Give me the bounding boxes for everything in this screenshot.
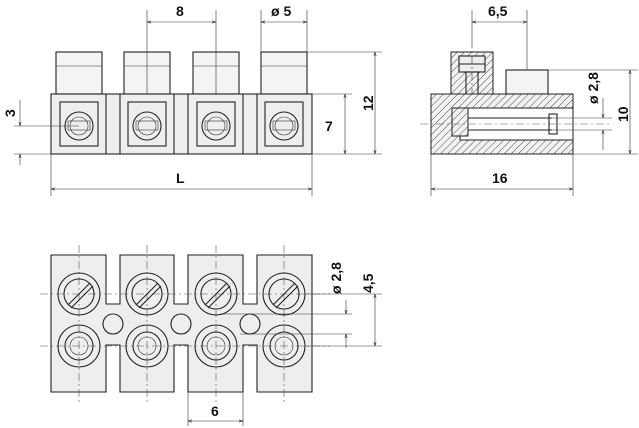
dim-pitch-8: 8 (146, 3, 217, 94)
dim-length-L: L (50, 154, 313, 196)
dim-height-10: 10 (548, 69, 638, 155)
dim-label-height-3: 3 (2, 109, 18, 117)
dim-label-height-12: 12 (360, 95, 376, 111)
plan-view: ø 2,8 4,5 6 (40, 245, 382, 426)
front-body (50, 93, 313, 155)
dim-label-depth-16: 16 (492, 170, 508, 186)
dim-height-3: 3 (2, 100, 79, 165)
dim-label-hole-diameter: ø 2,8 (585, 72, 601, 104)
dim-label-tab-diameter: ø 5 (271, 3, 291, 19)
dim-label-hole-spacing: 4,5 (360, 273, 376, 293)
dim-label-height-10: 10 (615, 106, 631, 122)
dim-label-height-7: 7 (325, 118, 333, 134)
dim-label-length: L (176, 170, 185, 186)
dim-label-width-6-5: 6,5 (488, 3, 508, 19)
dim-tab-diameter: ø 5 (260, 3, 308, 52)
front-tabs (55, 51, 308, 95)
dim-label-screw-diameter: ø 2,8 (328, 262, 344, 294)
dim-screw-diameter: ø 2,8 (220, 262, 352, 348)
dim-height-12: 12 (307, 51, 382, 155)
plan-body (50, 254, 313, 393)
plan-tab-openings (57, 324, 306, 368)
dim-label-pitch-6: 6 (211, 403, 219, 419)
front-view: 8 ø 5 12 7 3 (2, 3, 382, 196)
dim-pitch-6: 6 (187, 392, 244, 426)
dim-width-6-5: 6,5 (471, 3, 528, 70)
dim-depth-16: 16 (430, 154, 574, 196)
dim-hole-diameter: ø 2,8 (552, 72, 612, 150)
dim-height-7: 7 (312, 93, 352, 154)
dim-hole-spacing: 4,5 (305, 273, 382, 347)
plan-screws (57, 272, 306, 316)
dim-label-pitch: 8 (176, 3, 184, 19)
side-view: 6,5 ø 2,8 10 16 (420, 3, 638, 196)
